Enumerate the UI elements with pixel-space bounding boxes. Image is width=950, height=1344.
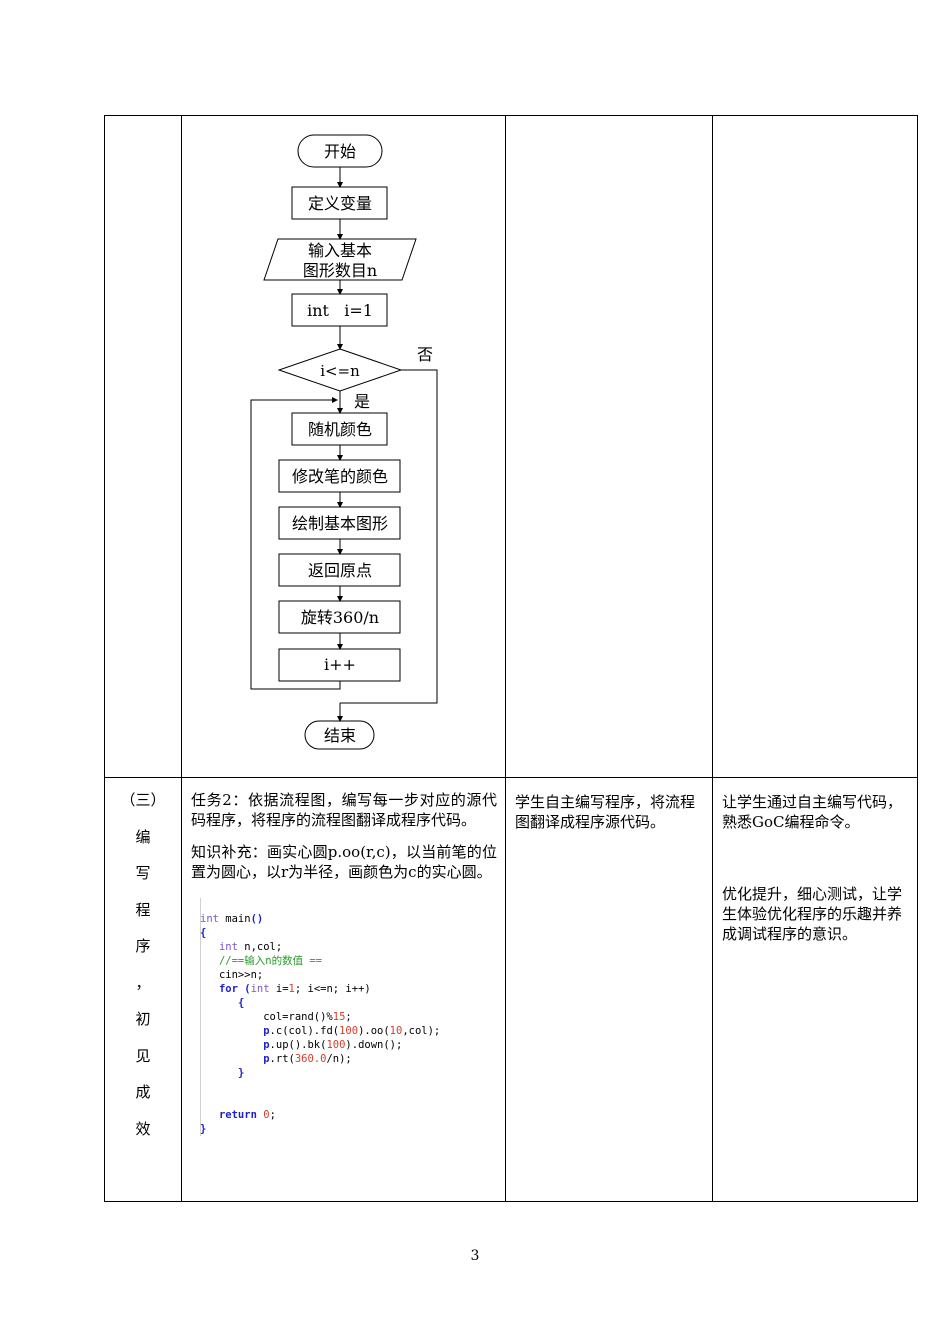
- empty-section-cell: [104, 115, 182, 778]
- no-label: 否: [417, 345, 433, 364]
- section-char: ，: [135, 973, 151, 992]
- section-char: 见: [135, 1046, 151, 1065]
- return-origin-label: 返回原点: [308, 561, 372, 580]
- flowchart: 开始 定义变量 输入基本 图形数目n int i=1 i<=n 否 是 随机颜色…: [250, 134, 438, 750]
- condition-label: i<=n: [320, 362, 360, 380]
- student-activity-text: 学生自主编写程序，将流程图翻译成程序源代码。: [515, 793, 696, 831]
- design-intent-text-2: 优化提升，细心测试，让学生体验优化程序的乐趣并养成调试程序的意识。: [722, 885, 903, 943]
- yes-label: 是: [354, 392, 370, 411]
- draw-shape-label: 绘制基本图形: [292, 514, 388, 533]
- code-gutter: [190, 898, 201, 1136]
- task-cell: 任务2：依据流程图，编写每一步对应的源代码程序，将程序的流程图翻译成程序代码。 …: [181, 777, 506, 1202]
- init-label: int i=1: [307, 301, 373, 320]
- code-screenshot: int main() { int n,col; //==输入n的数值 == ci…: [190, 898, 478, 1138]
- end-label: 结束: [324, 726, 356, 745]
- coding-row: （三） 编 写 程 序 ， 初 见 成 效 任务2：依据流程图，编写每一步对应的…: [104, 777, 918, 1202]
- increment-label: i++: [324, 655, 356, 674]
- change-pen-label: 修改笔的颜色: [292, 467, 388, 486]
- section-char: （三）: [120, 791, 166, 809]
- page-number: 3: [470, 1248, 480, 1264]
- design-intent-text-1: 让学生通过自主编写代码，熟悉GoC编程命令。: [722, 793, 903, 831]
- define-vars-label: 定义变量: [308, 194, 372, 213]
- empty-intent-cell: [712, 115, 918, 778]
- section-cell: （三） 编 写 程 序 ， 初 见 成 效: [104, 777, 182, 1202]
- end-terminal: [304, 720, 375, 750]
- section-char: 初: [135, 1010, 151, 1028]
- rotate-label: 旋转360/n: [301, 608, 379, 627]
- section-char: 程: [135, 900, 151, 919]
- input-parallelogram: [263, 238, 417, 281]
- random-color-label: 随机颜色: [308, 420, 372, 439]
- student-activity-cell: 学生自主编写程序，将流程图翻译成程序源代码。: [505, 777, 713, 1202]
- section-char: 效: [135, 1119, 151, 1138]
- code-lines: int main() { int n,col; //==输入n的数值 == ci…: [200, 913, 441, 1135]
- task-text: 任务2：依据流程图，编写每一步对应的源代码程序，将程序的流程图翻译成程序代码。: [191, 791, 497, 829]
- empty-student-cell: [505, 115, 713, 778]
- flowchart-cell: 开始 定义变量 输入基本 图形数目n int i=1 i<=n 否 是 随机颜色…: [181, 115, 506, 778]
- flowchart-row: 开始 定义变量 输入基本 图形数目n int i=1 i<=n 否 是 随机颜色…: [104, 115, 918, 778]
- section-char: 写: [135, 864, 151, 882]
- input-label-2: 图形数目n: [303, 261, 377, 280]
- section-title: （三） 编 写 程 序 ， 初 见 成 效: [105, 782, 181, 1147]
- section-char: 序: [135, 937, 151, 955]
- lesson-plan-table: 开始 定义变量 输入基本 图形数目n int i=1 i<=n 否 是 随机颜色…: [104, 115, 918, 1202]
- knowledge-text: 知识补充：画实心圆p.oo(r,c)，以当前笔的位置为圆心，以r为半径，画颜色为…: [191, 843, 497, 881]
- design-intent-cell: 让学生通过自主编写代码，熟悉GoC编程命令。 优化提升，细心测试，让学生体验优化…: [712, 777, 918, 1202]
- section-char: 编: [135, 827, 151, 846]
- section-char: 成: [135, 1083, 151, 1101]
- input-label-1: 输入基本: [308, 241, 372, 260]
- start-label: 开始: [324, 142, 356, 161]
